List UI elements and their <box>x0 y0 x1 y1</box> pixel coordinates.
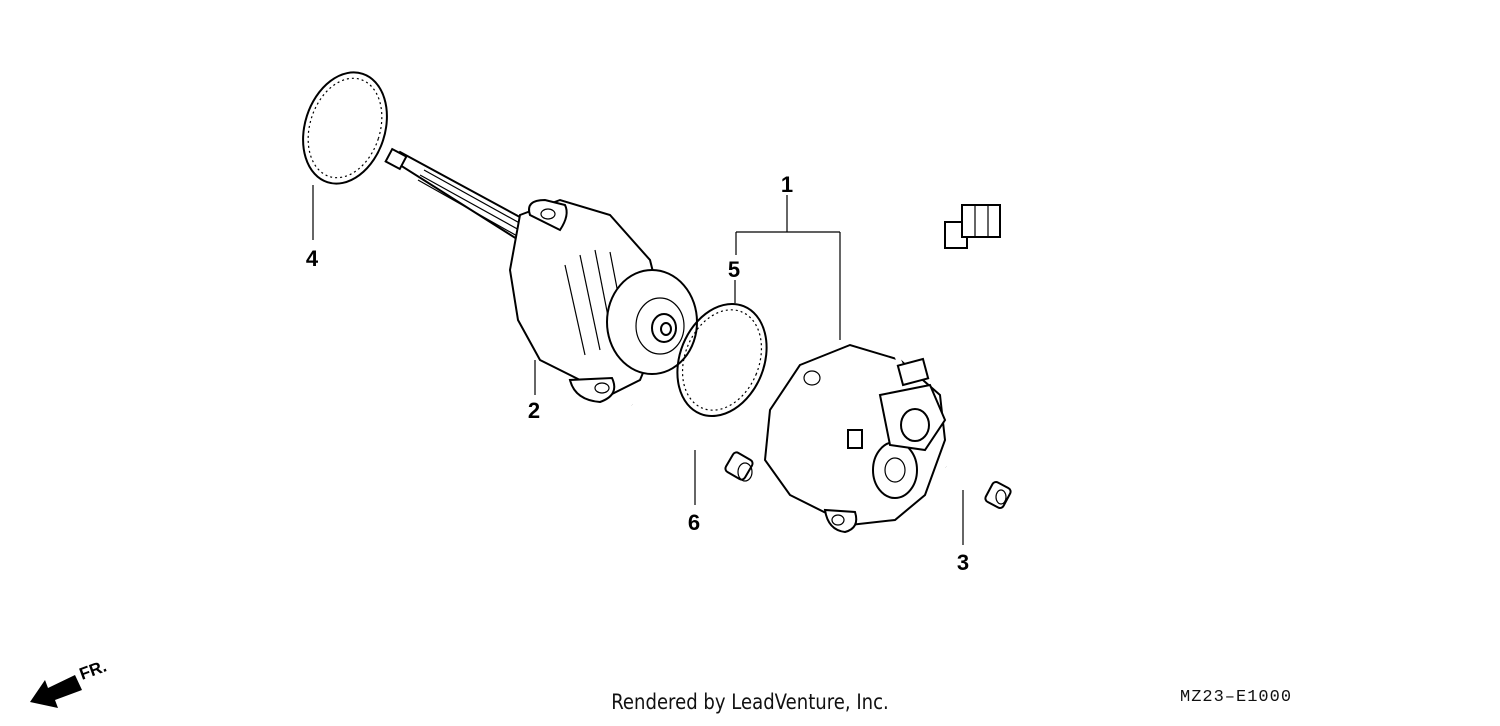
callout-5: 5 <box>728 257 740 282</box>
callout-2: 2 <box>528 398 540 423</box>
short-bolt[interactable] <box>945 465 1012 509</box>
callout-6: 6 <box>688 510 700 535</box>
long-bolt[interactable] <box>631 403 754 482</box>
callout-4: 4 <box>306 246 319 271</box>
water-pump[interactable] <box>384 147 698 404</box>
direction-label: FR. <box>77 657 109 684</box>
leader-bracket-1 <box>735 195 841 340</box>
footer-credit: Rendered by LeadVenture, Inc. <box>611 690 889 714</box>
callout-1: 1 <box>781 172 793 197</box>
callout-3: 3 <box>957 550 969 575</box>
diagram-code: MZ23–E1000 <box>1180 688 1293 707</box>
front-direction-arrow-icon <box>30 675 82 708</box>
pump-cover-assembly[interactable] <box>763 204 1001 534</box>
o-ring-small[interactable] <box>661 290 782 429</box>
o-ring-large[interactable] <box>289 61 400 194</box>
